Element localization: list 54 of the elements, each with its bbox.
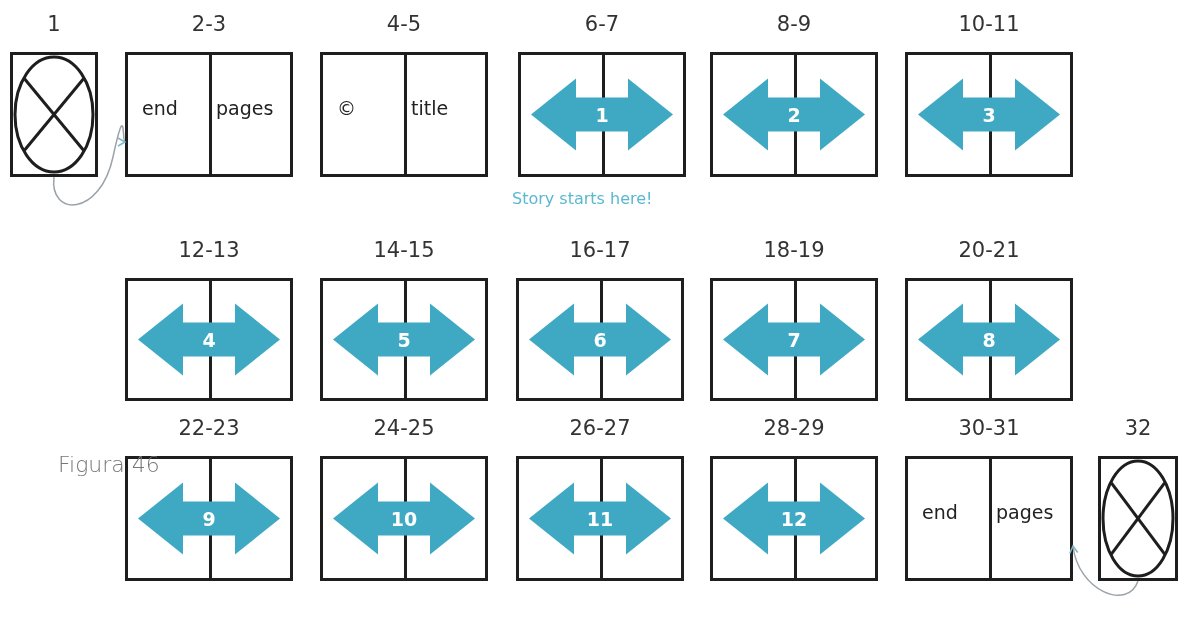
page-spread	[125, 278, 293, 401]
page-spread	[518, 52, 686, 177]
page-spread	[905, 456, 1073, 581]
figure-caption: Figura 46	[58, 452, 160, 477]
page-spread	[710, 278, 878, 401]
page-number: 4-5	[385, 12, 423, 36]
page-number: 24-25	[372, 416, 436, 440]
page-spread	[125, 456, 293, 581]
spread-number: 5	[396, 328, 412, 351]
page-spread	[905, 52, 1073, 177]
page-number: 8-9	[775, 12, 813, 36]
page-spread	[320, 456, 488, 581]
page-spread	[320, 52, 488, 177]
page-spread	[710, 52, 878, 177]
page-number: 16-17	[568, 238, 632, 262]
page-text: pages	[216, 97, 274, 119]
page-spread	[516, 456, 684, 581]
page-spread	[125, 52, 293, 177]
spread-number: 12	[779, 507, 809, 530]
spread-number: 9	[201, 507, 217, 530]
page-number: 12-13	[177, 238, 241, 262]
page-text: title	[411, 97, 449, 119]
spread-number: 1	[594, 103, 610, 126]
page-text: end	[922, 501, 958, 523]
curved-arrow	[1069, 545, 1139, 596]
spread-number: 11	[585, 507, 615, 530]
page-number: 18-19	[762, 238, 826, 262]
spread-number: 10	[389, 507, 419, 530]
note-text: Story starts here!	[512, 189, 653, 208]
page-number: 20-21	[957, 238, 1021, 262]
spread-number: 4	[201, 328, 217, 351]
spread-number: 8	[981, 328, 997, 351]
page-number: 22-23	[177, 416, 241, 440]
page-number: 6-7	[583, 12, 621, 36]
page-number: 14-15	[372, 238, 436, 262]
page-number: 28-29	[762, 416, 826, 440]
page-text: end	[142, 97, 178, 119]
page-number: 30-31	[957, 416, 1021, 440]
page-text: ©	[337, 97, 356, 119]
spread-number: 2	[786, 103, 802, 126]
spread-number: 7	[786, 328, 802, 351]
page-text: pages	[996, 501, 1054, 523]
curved-arrow	[53, 125, 126, 206]
page-spread	[905, 278, 1073, 401]
page-spread	[320, 278, 488, 401]
page-spread	[710, 456, 878, 581]
page-number: 10-11	[957, 12, 1021, 36]
page-spread	[516, 278, 684, 401]
page-number: 2-3	[190, 12, 228, 36]
page-number: 26-27	[568, 416, 632, 440]
page-number: 1	[46, 12, 62, 36]
page-number: 32	[1123, 416, 1153, 440]
spread-number: 6	[592, 328, 608, 351]
spread-number: 3	[981, 103, 997, 126]
